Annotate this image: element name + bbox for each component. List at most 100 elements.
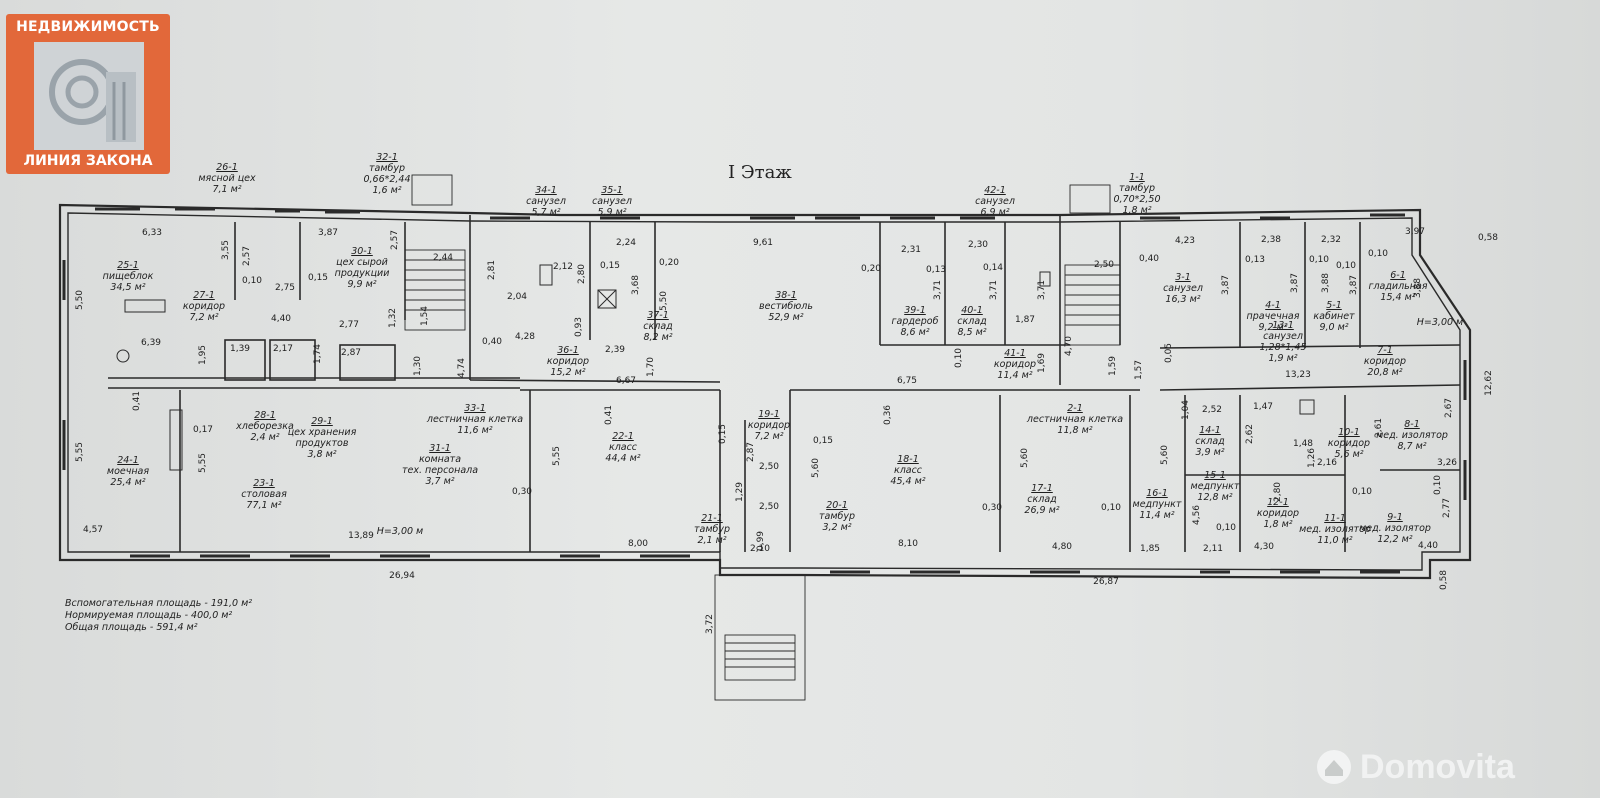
room-name: гардероб xyxy=(891,316,939,327)
room-number: 28-1 xyxy=(254,410,276,421)
dimension-label: 0,13 xyxy=(1244,255,1266,265)
room-number: 11-1 xyxy=(1324,513,1346,524)
room-number: 15-1 xyxy=(1204,470,1226,481)
dimension-label: 2,12 xyxy=(552,262,574,272)
room-name: столовая xyxy=(241,489,287,500)
dimension-label: 0,20 xyxy=(658,258,680,268)
room-name: комната xyxy=(418,454,462,465)
dimension-label: 0,05 xyxy=(1164,342,1174,364)
room-name: коридор xyxy=(747,420,791,431)
dimension-label: 5,60 xyxy=(1020,447,1030,469)
dimension-label: 0,20 xyxy=(860,264,882,274)
room-name: лестничная клетка xyxy=(1026,414,1124,425)
room-area: 11,4 м² xyxy=(997,370,1033,381)
room-number: 7-1 xyxy=(1377,345,1393,356)
dimension-label: 0,10 xyxy=(1100,503,1122,513)
dimension-label: 2,31 xyxy=(900,245,922,255)
room-number: 35-1 xyxy=(601,185,623,196)
room-number: 8-1 xyxy=(1404,419,1420,430)
dimension-label: 0,93 xyxy=(574,316,584,338)
room-area: 44,4 м² xyxy=(605,453,641,464)
dimension-label: 4,74 xyxy=(457,357,467,379)
dimension-label: 4,40 xyxy=(1417,541,1439,551)
room-name: мед. изолятор xyxy=(1359,523,1431,534)
dimension-label: 1,69 xyxy=(1037,352,1047,374)
room-name: тамбур xyxy=(1118,183,1156,194)
dimension-label: 2,52 xyxy=(1201,405,1223,415)
room-area: 9,0 м² xyxy=(1319,322,1349,333)
room-number: 29-1 xyxy=(311,416,333,427)
dimension-label: 3,72 xyxy=(705,613,715,635)
room-number: 42-1 xyxy=(984,185,1006,196)
room-number: 27-1 xyxy=(193,290,215,301)
room-name: склад xyxy=(643,321,673,332)
dimension-label: 2,32 xyxy=(1320,235,1342,245)
domovita-logo-icon xyxy=(1317,750,1351,784)
dimension-label: 0,13 xyxy=(925,265,947,275)
room-name: медпункт xyxy=(1132,499,1182,510)
room-name: санузел xyxy=(1163,283,1203,294)
logo-top-text: НЕДВИЖИМОСТЬ xyxy=(16,19,160,35)
staircases xyxy=(404,174,1121,701)
room-name: продуктов xyxy=(295,438,349,449)
dimension-label: 2,50 xyxy=(758,502,780,512)
room-name: коридор xyxy=(182,301,226,312)
dimension-label: 3,88 xyxy=(1321,272,1331,294)
room-name: тамбур xyxy=(818,511,856,522)
room-name: тех. персонала xyxy=(401,465,479,476)
dimension-label: 3,87 xyxy=(317,228,339,238)
dimension-label: 2,04 xyxy=(506,292,528,302)
dimension-label: 3,71 xyxy=(933,279,943,301)
dimension-label: 5,60 xyxy=(1160,444,1170,466)
room-name: цех хранения xyxy=(287,427,357,438)
dimension-label: 1,85 xyxy=(1139,544,1161,554)
dimension-label: 5,50 xyxy=(75,289,85,311)
dimension-label: 13,23 xyxy=(1285,370,1311,380)
dimension-label: 2,50 xyxy=(1093,260,1115,270)
room-number: 6-1 xyxy=(1390,270,1406,281)
room-name: тамбур xyxy=(368,163,406,174)
room-area: 52,9 м² xyxy=(768,312,804,323)
dimension-label: 0,15 xyxy=(599,261,621,271)
dimension-label: 1,54 xyxy=(420,305,430,327)
room-name: продукции xyxy=(334,268,390,279)
dimension-label: 1,95 xyxy=(198,344,208,366)
room-name: мед. изолятор xyxy=(1299,524,1371,535)
room-number: 31-1 xyxy=(429,443,451,454)
dimension-label: 9,61 xyxy=(752,238,774,248)
dimension-label: 0,58 xyxy=(1477,233,1499,243)
dimension-label: 0,10 xyxy=(1433,474,1443,496)
room-name: коридор xyxy=(1363,356,1407,367)
room-area: 3,8 м² xyxy=(307,449,337,460)
dimension-label: 2,44 xyxy=(432,253,454,263)
room-area: 5,6 м² xyxy=(1334,449,1364,460)
room-area: 8,6 м² xyxy=(900,327,930,338)
room-name: моечная xyxy=(106,466,150,477)
room-number: 16-1 xyxy=(1146,488,1168,499)
room-area: 1,8 м² xyxy=(1263,519,1293,530)
dimension-label: 4,30 xyxy=(1253,542,1275,552)
dimension-label: 0,36 xyxy=(883,404,893,426)
room-number: 20-1 xyxy=(826,500,848,511)
agency-logo: НЕДВИЖИМОСТЬ ЛИНИЯ ЗАКОНА xyxy=(6,14,170,174)
total-overall-area: Общая площадь - 591,4 м² xyxy=(65,622,198,633)
dimension-label: 2,62 xyxy=(1245,423,1255,445)
outer-walls xyxy=(58,203,1472,580)
room-area: 9,2 м² xyxy=(1258,322,1288,333)
